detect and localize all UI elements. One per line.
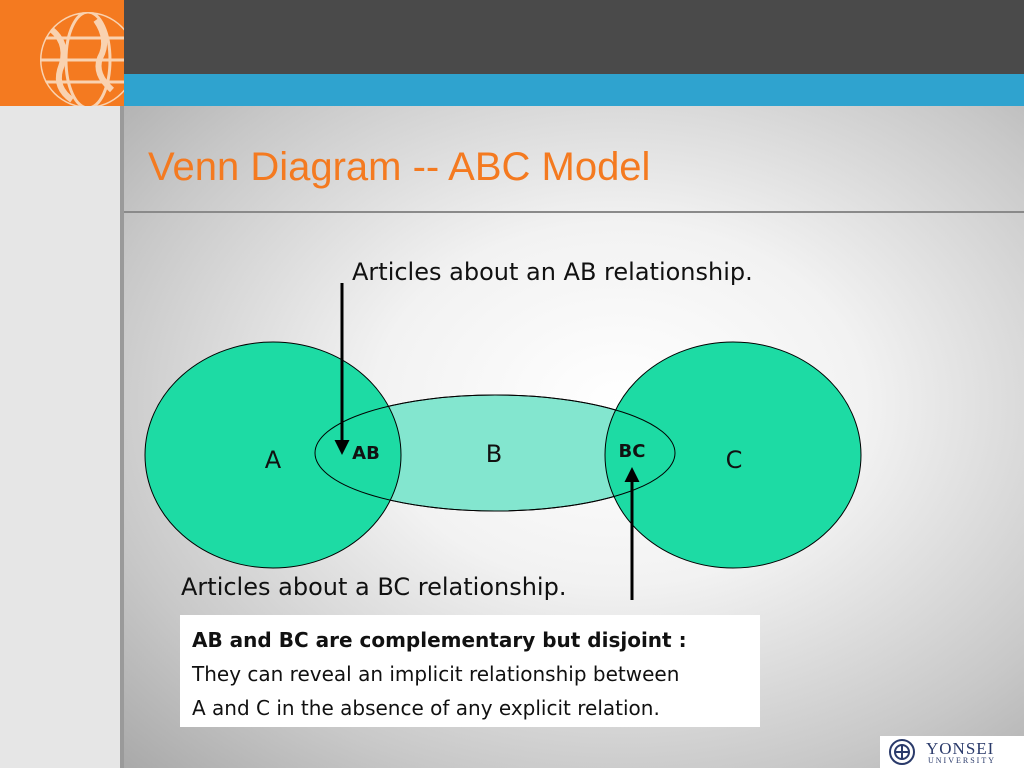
set-a-label: A [265, 446, 282, 474]
set-b-outline [314, 394, 676, 512]
globe-icon [40, 12, 136, 108]
university-seal-icon [889, 739, 915, 765]
header-blue-bar [0, 74, 1024, 106]
explanation-box: AB and BC are complementary but disjoint… [180, 615, 760, 727]
set-c-circle [604, 341, 862, 569]
globe-logo [0, 0, 136, 108]
explanation-line-2: A and C in the absence of any explicit r… [192, 696, 660, 720]
explanation-line-1: They can reveal an implicit relationship… [192, 662, 680, 686]
venn-diagram: A B C AB BC [144, 283, 862, 600]
slide-title: Venn Diagram -- ABC Model [148, 145, 651, 189]
explanation-heading: AB and BC are complementary but disjoint… [192, 628, 687, 652]
title-divider [124, 211, 1024, 213]
overlap-ab-label: AB [352, 443, 380, 464]
yonsei-wordmark: YONSEI [926, 739, 995, 758]
yonsei-subtext: UNIVERSITY [928, 756, 996, 765]
left-panel [0, 106, 120, 768]
yonsei-logo [880, 736, 1024, 768]
header-dark-bar [0, 0, 1024, 74]
ab-callout-text: Articles about an AB relationship. [352, 258, 753, 286]
set-a-circle [144, 341, 402, 569]
overlap-bc-label: BC [619, 441, 646, 462]
bc-callout-text: Articles about a BC relationship. [181, 573, 567, 601]
set-c-label: C [726, 446, 743, 474]
left-divider [120, 106, 124, 768]
set-b-label: B [486, 440, 502, 468]
